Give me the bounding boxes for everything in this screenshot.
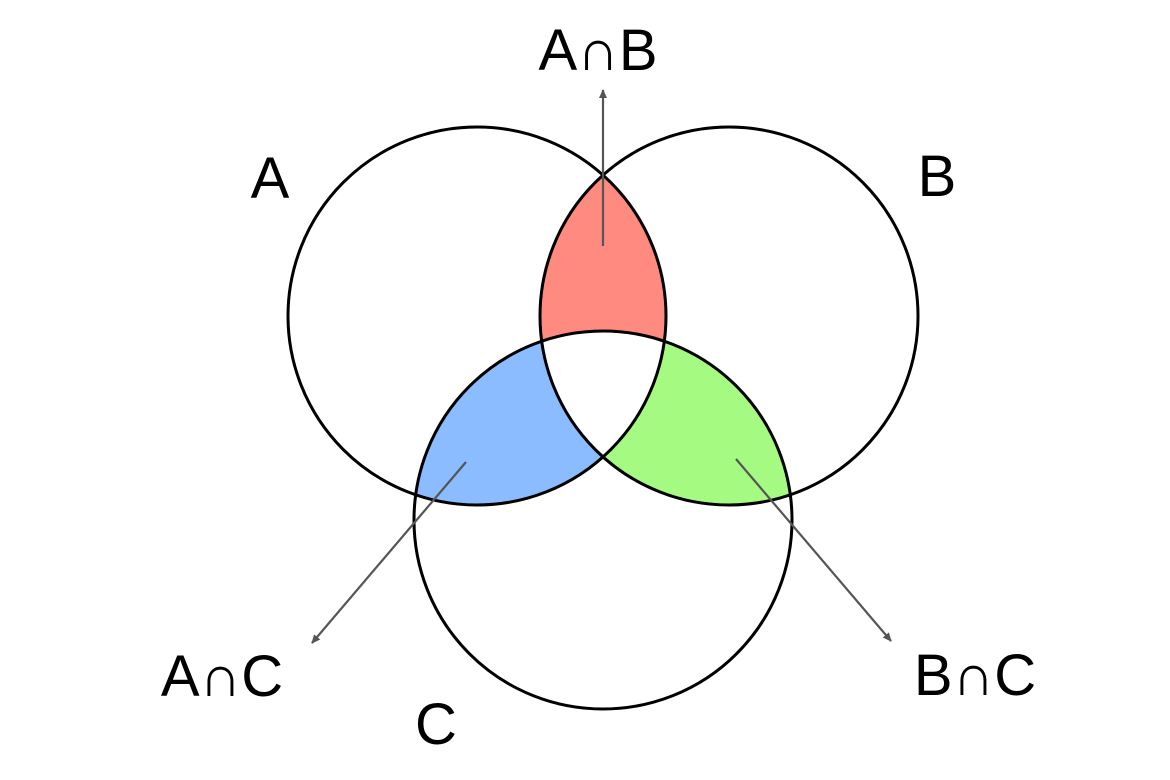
circle-c bbox=[412, 329, 794, 711]
circle-b bbox=[538, 125, 920, 507]
pointer-b-and-c bbox=[735, 458, 892, 642]
region-label-a-and-b: A∩B bbox=[538, 18, 657, 83]
set-label-a: A bbox=[251, 146, 290, 211]
region-label-a-and-c: A∩C bbox=[161, 644, 283, 709]
circle-a bbox=[286, 125, 668, 507]
set-label-b: B bbox=[918, 144, 957, 209]
region-label-b-and-c: B∩C bbox=[914, 643, 1036, 708]
region-b-and-c bbox=[540, 331, 792, 505]
pointer-a-and-c bbox=[311, 461, 467, 644]
set-label-c: C bbox=[415, 692, 457, 757]
